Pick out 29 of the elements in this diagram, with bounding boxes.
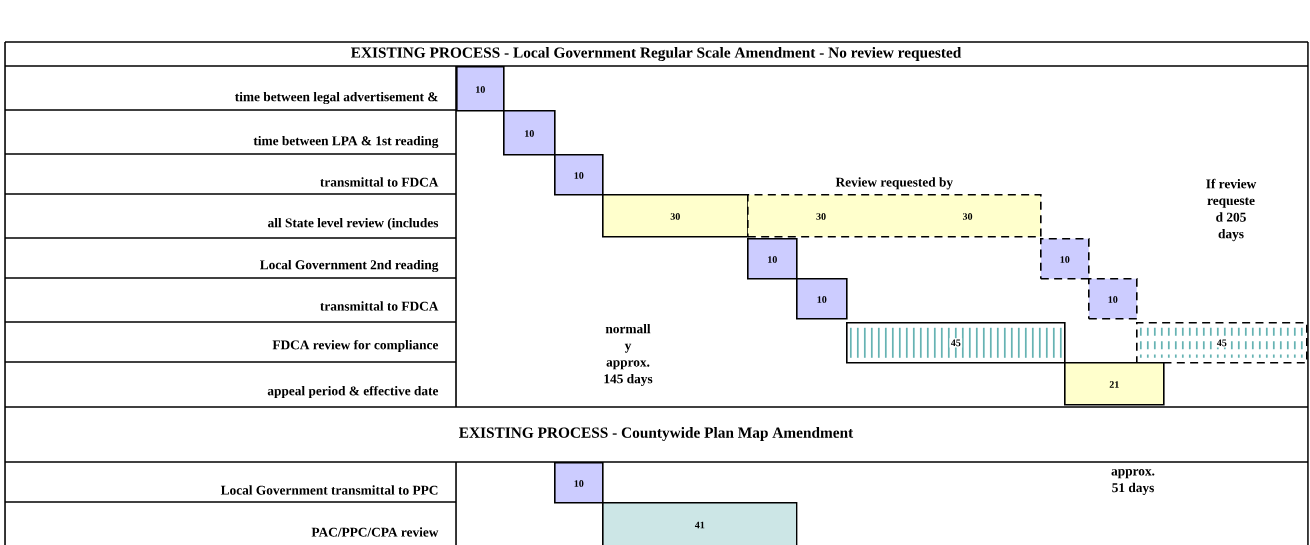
row-label: all State level review (includes [268, 217, 439, 231]
duration-bar: 10 [1040, 238, 1090, 280]
duration-bar: 30 [602, 194, 749, 238]
row-label: PAC/PPC/CPA review [311, 527, 439, 537]
duration-bar: 10 [554, 462, 604, 504]
row-label: Local Government 2nd reading [260, 259, 439, 273]
row-label: time between LPA & 1st reading [253, 135, 439, 149]
row-label: FDCA review for compliance [272, 339, 439, 353]
section-heading: EXISTING PROCESS - Local Government Regular Scale Amendment - No review requested [351, 47, 962, 61]
row-label: time between legal advertisement & [235, 91, 438, 105]
row-label: transmittal to FDCA [320, 177, 439, 187]
note: approx. 51 days [1111, 469, 1155, 495]
note: Review requested by [835, 177, 953, 190]
row-label: transmittal to FDCA [320, 301, 439, 311]
duration-bar: 45 [846, 322, 1066, 364]
duration-bar: 45 [1136, 322, 1308, 364]
row-label: Local Government transmittal to PPC [220, 485, 438, 495]
section-heading: EXISTING PROCESS - Countywide Plan Map Amendment [459, 427, 854, 441]
duration-bar: 10 [554, 154, 604, 196]
note: normall y approx. 145 days [604, 323, 653, 387]
duration-bar: 41 [602, 502, 798, 545]
duration-bar: 10 [747, 238, 798, 280]
note: If review requeste d 205 days [1206, 178, 1257, 242]
duration-bar: 10 [1088, 278, 1138, 320]
duration-bar: 10 [503, 110, 556, 156]
duration-bar: 10 [796, 278, 848, 320]
duration-bar: 21 [1064, 362, 1165, 406]
duration-bar: 10 [456, 66, 505, 112]
row-label: appeal period & effective date [267, 385, 439, 399]
